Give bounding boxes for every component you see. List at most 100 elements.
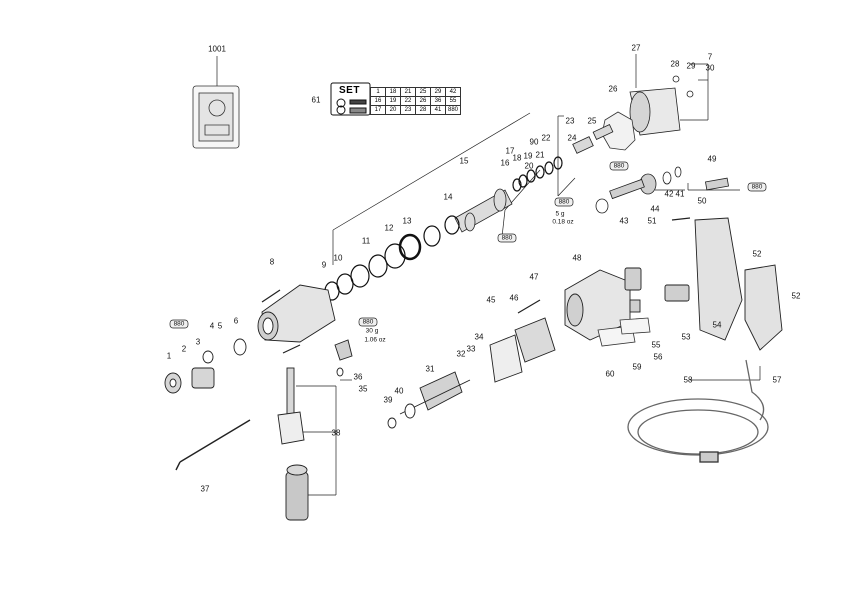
part-label: 60 bbox=[605, 369, 615, 379]
part-label: 31 bbox=[425, 364, 435, 374]
part-label: 55 bbox=[651, 340, 661, 350]
table-cell: 21 bbox=[400, 87, 416, 97]
table-cell: 18 bbox=[385, 87, 401, 97]
grease-qty-oz: 0.18 oz bbox=[552, 218, 574, 226]
part-label: 40 bbox=[394, 386, 404, 396]
part-label: 15 bbox=[459, 156, 469, 166]
part-label: 18 bbox=[512, 153, 522, 163]
insulation-strips bbox=[597, 317, 651, 347]
part-label: 5 bbox=[217, 321, 223, 331]
part-label: 7 bbox=[707, 52, 713, 62]
part-label: 50 bbox=[697, 196, 707, 206]
part-label: 36 bbox=[353, 372, 363, 382]
part-label: 37 bbox=[200, 484, 210, 494]
part-label: 48 bbox=[572, 253, 582, 263]
part-label: 16 bbox=[500, 158, 510, 168]
motor-housing bbox=[564, 269, 631, 341]
part-label: 25 bbox=[587, 116, 597, 126]
part-label: 23 bbox=[565, 116, 575, 126]
part-label: 20 bbox=[524, 161, 534, 171]
table-cell: 36 bbox=[430, 96, 446, 106]
table-cell: 25 bbox=[415, 87, 431, 97]
part-label: 33 bbox=[466, 344, 476, 354]
side-handle bbox=[277, 367, 309, 521]
part-label: 53 bbox=[681, 332, 691, 342]
part-label: 3 bbox=[195, 337, 201, 347]
part-label: 11 bbox=[361, 236, 371, 246]
part-label: 47 bbox=[529, 272, 539, 282]
table-cell: 16 bbox=[370, 96, 386, 106]
part-label: 27 bbox=[631, 43, 641, 53]
part-label: 17 bbox=[505, 146, 515, 156]
table-row: 17 20 23 28 41 880 bbox=[370, 105, 462, 115]
table-cell: 29 bbox=[430, 87, 446, 97]
part-label: 35 bbox=[358, 384, 368, 394]
depth-rod bbox=[175, 419, 251, 471]
part-label: 1 bbox=[166, 351, 172, 361]
table-cell: 1 bbox=[370, 87, 386, 97]
part-label: 28 bbox=[670, 59, 680, 69]
part-label: 2 bbox=[181, 344, 187, 354]
grease-tag-label: 880 bbox=[558, 198, 570, 206]
grease-qty-oz: 1.06 oz bbox=[364, 336, 386, 344]
table-row: 16 19 22 26 36 55 bbox=[370, 96, 462, 106]
table-cell: 28 bbox=[415, 105, 431, 115]
set-icons bbox=[330, 82, 371, 116]
grease-tag-label: 880 bbox=[501, 234, 513, 242]
rings-row bbox=[324, 156, 563, 301]
table-row: 1 18 21 25 29 42 bbox=[370, 87, 462, 97]
field-coil bbox=[489, 317, 556, 383]
table-cell: 42 bbox=[444, 87, 462, 97]
part-label: 39 bbox=[383, 395, 393, 405]
part-label: 57 bbox=[772, 375, 782, 385]
part-label: 6 bbox=[233, 316, 239, 326]
handle-halves bbox=[694, 217, 783, 351]
part-label: 45 bbox=[486, 295, 496, 305]
table-cell: 17 bbox=[370, 105, 386, 115]
part-label: 38 bbox=[331, 428, 341, 438]
part-label: 26 bbox=[608, 84, 618, 94]
set-parts-table: 1 18 21 25 29 42 16 19 22 26 36 55 17 20… bbox=[370, 87, 462, 115]
part-label: 1001 bbox=[208, 44, 226, 54]
chuck-parts bbox=[164, 338, 247, 394]
part-label: 14 bbox=[443, 192, 453, 202]
gear-housing bbox=[257, 284, 336, 343]
grease-tag-label: 880 bbox=[613, 162, 625, 170]
part-label: 61 bbox=[311, 95, 321, 105]
part-label: 19 bbox=[523, 151, 533, 161]
piston-parts bbox=[572, 124, 614, 154]
table-cell: 880 bbox=[444, 105, 462, 115]
set-label: SET bbox=[339, 85, 360, 96]
part-label: 59 bbox=[632, 362, 642, 372]
part-label: 43 bbox=[619, 216, 629, 226]
part-label: 34 bbox=[474, 332, 484, 342]
table-cell: 41 bbox=[430, 105, 446, 115]
table-cell: 26 bbox=[415, 96, 431, 106]
part-label: 44 bbox=[650, 204, 660, 214]
table-cell: 23 bbox=[400, 105, 416, 115]
armature bbox=[387, 371, 471, 429]
part-1001-tag bbox=[192, 85, 240, 149]
part-label: 22 bbox=[541, 133, 551, 143]
part-label: 12 bbox=[384, 223, 394, 233]
grease-tags bbox=[169, 161, 767, 329]
part-label: 13 bbox=[402, 216, 412, 226]
part-label: 29 bbox=[686, 61, 696, 71]
part-label: 41 bbox=[675, 189, 685, 199]
grease-qty: 5 g bbox=[555, 210, 565, 218]
part-label: 8 bbox=[269, 257, 275, 267]
grease-tag-label: 880 bbox=[362, 318, 374, 326]
part-label: 58 bbox=[683, 375, 693, 385]
grease-tag-label: 880 bbox=[173, 320, 185, 328]
table-cell: 20 bbox=[385, 105, 401, 115]
power-cable bbox=[627, 359, 769, 463]
part-label: 21 bbox=[535, 150, 545, 160]
part-label: 54 bbox=[712, 320, 722, 330]
part-label: 90 bbox=[529, 137, 539, 147]
gear-assembly bbox=[595, 166, 682, 214]
part-label: 46 bbox=[509, 293, 519, 303]
part-label: 24 bbox=[567, 133, 577, 143]
grease-tag-label: 880 bbox=[751, 183, 763, 191]
table-cell: 55 bbox=[444, 96, 462, 106]
